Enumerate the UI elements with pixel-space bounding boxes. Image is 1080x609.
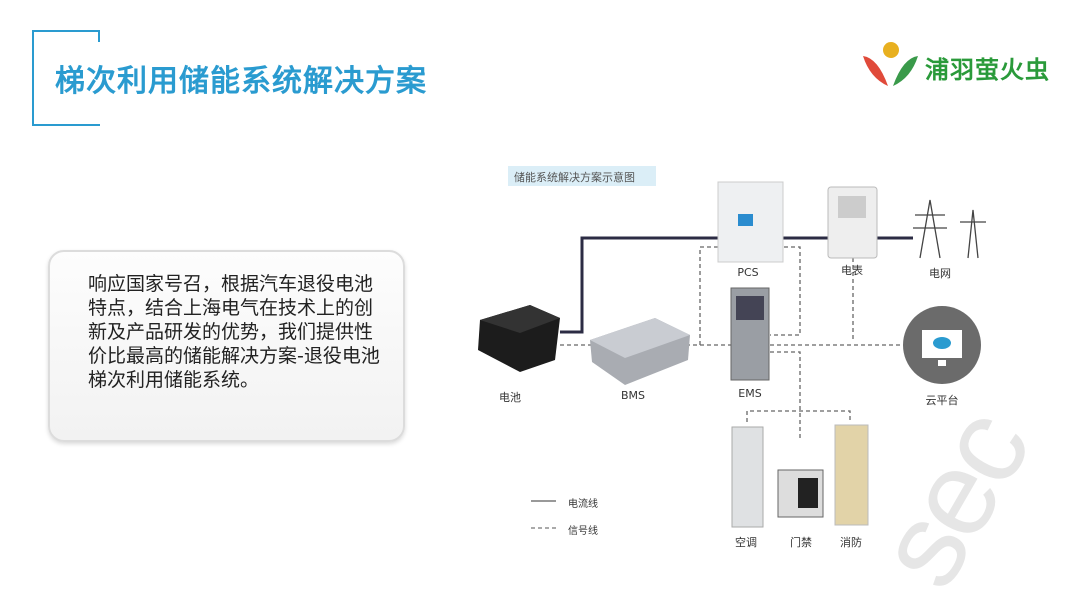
power-lines bbox=[560, 236, 913, 334]
air-conditioner-icon bbox=[731, 426, 764, 528]
power-tower-icon bbox=[913, 199, 986, 259]
label-battery: 电池 bbox=[499, 391, 521, 404]
description-text: 响应国家号召，根据汽车退役电池特点，结合上海电气在技术上的创新及产品研发的优势，… bbox=[88, 273, 380, 391]
label-ac: 空调 bbox=[735, 536, 757, 549]
label-bms: BMS bbox=[620, 389, 646, 402]
label-meter: 电表 bbox=[841, 264, 863, 277]
access-control-icon bbox=[777, 469, 824, 518]
bms-icon bbox=[590, 318, 690, 385]
logo-icon bbox=[863, 42, 918, 86]
fire-cabinet-icon bbox=[834, 424, 869, 526]
logo-text: 浦羽萤火虫 bbox=[925, 56, 1050, 84]
label-fire: 消防 bbox=[840, 536, 862, 549]
meter-icon bbox=[827, 186, 878, 259]
slide-title: 梯次利用储能系统解决方案 bbox=[55, 64, 427, 99]
legend-power-label: 电流线 bbox=[568, 499, 598, 510]
label-access: 门禁 bbox=[790, 536, 812, 549]
legend-signal-label: 信号线 bbox=[568, 526, 598, 537]
pcs-icon bbox=[717, 181, 784, 263]
label-pcs: PCS bbox=[737, 266, 759, 279]
title-frame bbox=[32, 30, 100, 126]
label-ems: EMS bbox=[738, 387, 762, 400]
description-box: 响应国家号召，根据汽车退役电池特点，结合上海电气在技术上的创新及产品研发的优势，… bbox=[48, 250, 405, 442]
label-grid: 电网 bbox=[929, 267, 951, 280]
label-cloud: 云平台 bbox=[925, 394, 959, 407]
diagram-caption: 储能系统解决方案示意图 bbox=[508, 166, 656, 186]
ems-cabinet-icon bbox=[730, 287, 770, 381]
battery-icon bbox=[478, 305, 560, 372]
cloud-platform-icon bbox=[903, 306, 981, 384]
